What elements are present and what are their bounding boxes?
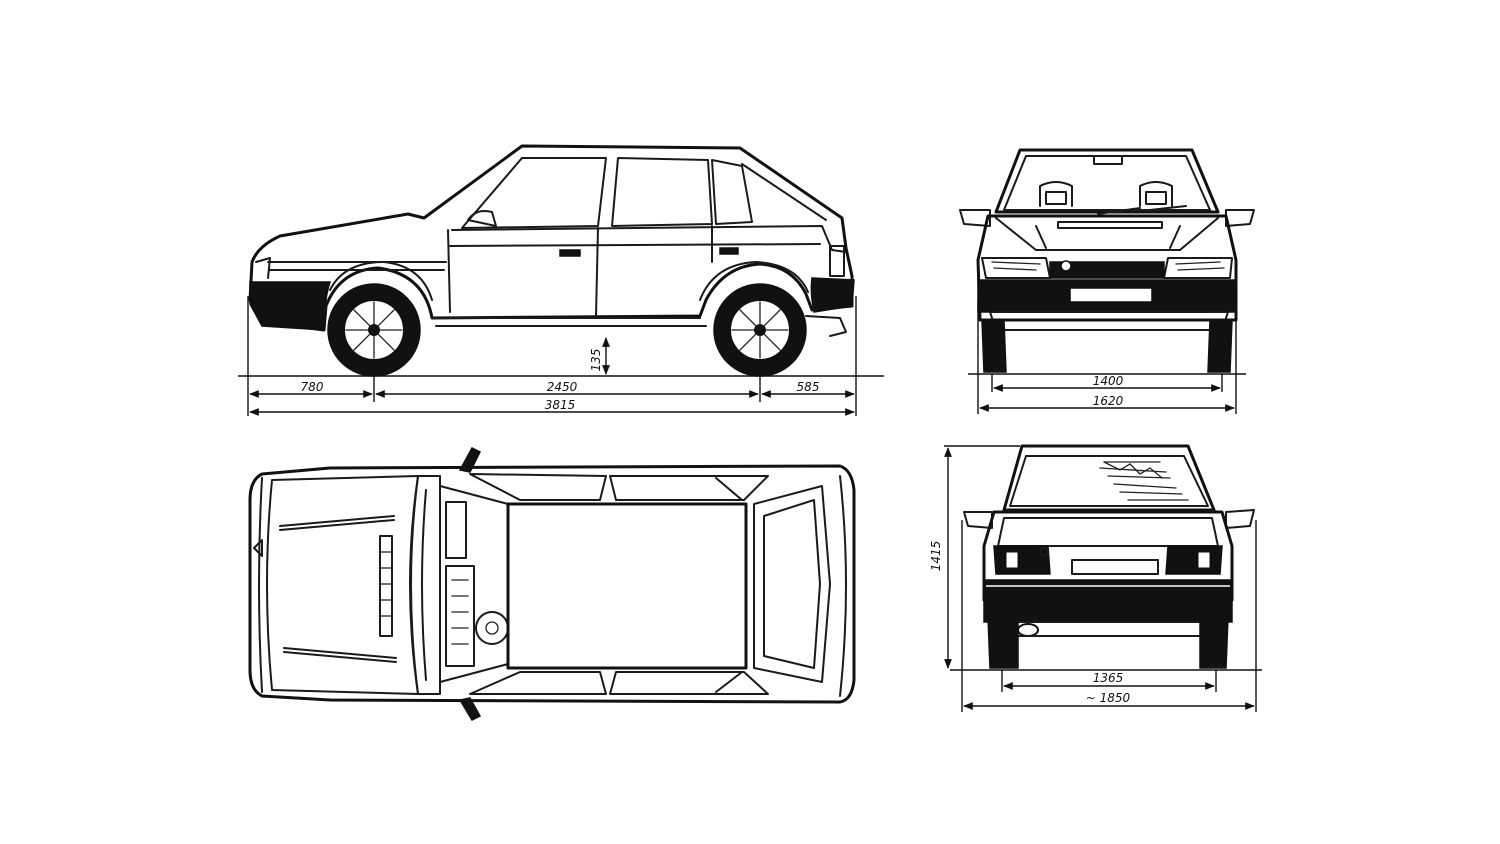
front-view: 1400 1620 (959, 148, 1255, 414)
dim-ground-clearance: 135 (589, 349, 603, 372)
rear-view: 1415 1365 ~ 1850 (929, 444, 1262, 712)
top-view (248, 447, 856, 721)
dim-track-rear: 1365 (1093, 671, 1124, 685)
dim-rear-overhang: 585 (797, 380, 820, 394)
front-wheel (327, 283, 421, 377)
side-view: 780 2450 585 3815 135 (238, 144, 884, 416)
dim-overall-width: 1620 (1093, 394, 1124, 408)
dim-wheelbase: 2450 (547, 380, 578, 394)
rear-wheel (713, 283, 807, 377)
dim-track-front: 1400 (1093, 374, 1124, 388)
dim-overall-length: 3815 (545, 398, 576, 412)
dim-height: 1415 (929, 541, 943, 572)
dim-mirror-width: ~ 1850 (1086, 691, 1131, 705)
dim-front-overhang: 780 (301, 380, 324, 394)
